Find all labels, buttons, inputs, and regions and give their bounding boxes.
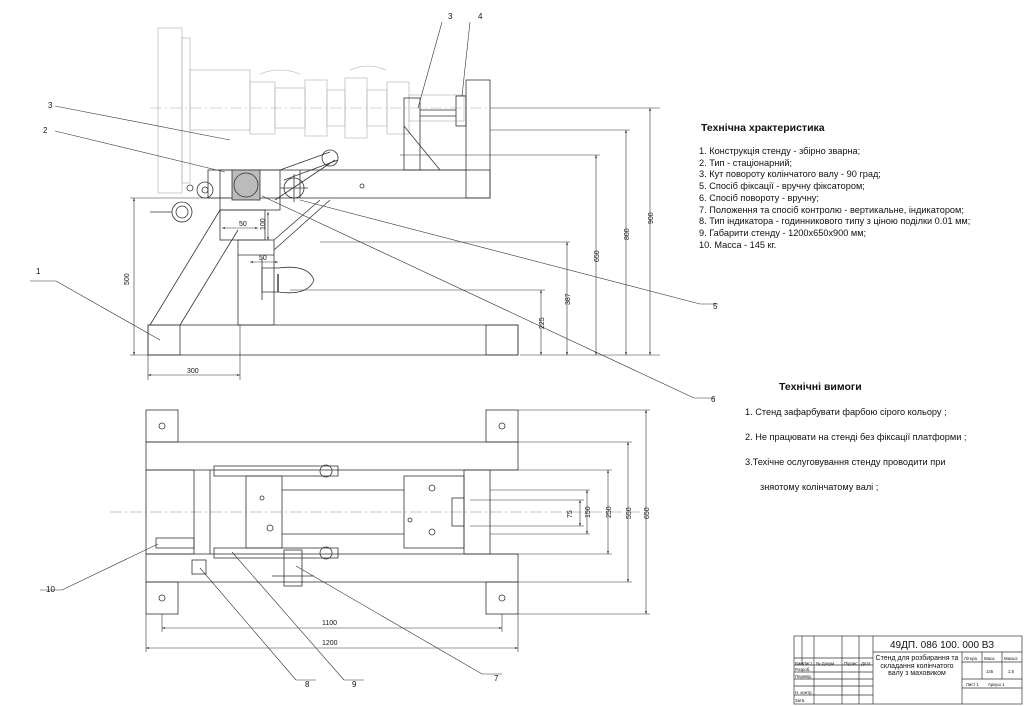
sheet-label: Лист 1 xyxy=(966,682,979,687)
spec-item: 2. Тип - стаціонарний; xyxy=(699,157,793,168)
callout-6-right: 6 xyxy=(711,395,716,404)
callout-7: 7 xyxy=(494,674,499,683)
front-view xyxy=(147,27,519,356)
dim-500: 500 xyxy=(124,273,131,285)
callout-3-top: 3 xyxy=(448,12,453,21)
crankshaft-outline xyxy=(150,27,490,194)
dim-100: 100 xyxy=(260,218,267,230)
spec-item: 6. Спосіб повороту - вручну; xyxy=(699,192,819,203)
mass-label: Маса xyxy=(984,656,995,661)
dim-650-front: 650 xyxy=(594,250,601,262)
col-label: Лист xyxy=(803,661,813,666)
dim-225: 225 xyxy=(539,317,546,329)
callout-8: 8 xyxy=(305,680,310,689)
col-label: Вим xyxy=(795,661,804,666)
requirement-item: 3.Техічне ослуговування стенду проводити… xyxy=(745,457,946,467)
drawing-name: Стенд для розбирання та складання колінч… xyxy=(875,655,959,678)
dim-75: 75 xyxy=(567,510,574,518)
callout-labels: 3 4 3 2 1 5 6 10 8 9 7 xyxy=(36,12,718,689)
spec-item: 10. Масса - 145 кг. xyxy=(699,239,777,250)
requirements-title: Технічні вимоги xyxy=(779,381,862,393)
drawing-code: 49ДП. 086 100. 000 ВЗ xyxy=(890,640,995,651)
dim-1200: 1200 xyxy=(322,640,338,647)
dim-387: 387 xyxy=(565,293,572,305)
dim-50-a: 50 xyxy=(239,221,247,228)
dim-650-plan: 650 xyxy=(644,507,651,519)
dim-550: 550 xyxy=(626,507,633,519)
callout-10: 10 xyxy=(46,585,55,594)
specs-list: 1. Конструкція стенду - збірно зварна; 2… xyxy=(699,146,970,251)
col-label: Підпис xyxy=(844,661,858,666)
dim-150: 150 xyxy=(585,506,592,518)
dim-800: 800 xyxy=(624,228,631,240)
dimension-labels: 900 800 650 500 387 225 300 50 50 100 65… xyxy=(124,212,655,647)
front-leaders xyxy=(30,21,718,399)
requirement-item: 1. Стенд зафарбувати фарбою сірого кольо… xyxy=(745,407,947,417)
plan-view xyxy=(110,409,640,615)
dim-900: 900 xyxy=(648,212,655,224)
title-block xyxy=(793,635,1023,705)
row-label: Розроб. xyxy=(795,667,811,672)
col-label: № Докум xyxy=(816,661,835,666)
spec-item: 8. Тип індикатора - годинникового типу з… xyxy=(699,216,971,227)
spec-item: 5. Спосіб фіксації - вручну фіксатором; xyxy=(699,181,865,192)
plan-leaders xyxy=(40,543,502,681)
callout-2-left: 2 xyxy=(43,126,48,135)
specs-title: Технічна храктеристика xyxy=(701,122,825,134)
spec-item: 9. Габарити стенду - 1200х650х900 мм; xyxy=(699,227,867,238)
scale-label: Масшт. xyxy=(1004,656,1019,661)
dim-250: 250 xyxy=(606,506,613,518)
callout-4-top: 4 xyxy=(478,12,483,21)
requirement-item: 2. Не працювати на стенді без фіксації п… xyxy=(745,432,967,442)
front-dimensions xyxy=(130,107,660,380)
spec-item: 1. Конструкція стенду - збірно зварна; xyxy=(699,146,861,156)
callout-5-right: 5 xyxy=(713,302,718,311)
dim-1100: 1100 xyxy=(322,620,337,627)
scale-value: 1:5 xyxy=(1008,669,1014,674)
callout-3-left: 3 xyxy=(48,101,53,110)
mass-value: 145 xyxy=(986,669,994,674)
dim-50-b: 50 xyxy=(259,255,267,262)
dim-300: 300 xyxy=(187,368,199,375)
spec-item: 3. Кут повороту колінчатого валу - 90 гр… xyxy=(699,169,881,180)
row-label: Н. контр. xyxy=(795,690,813,695)
plan-dimensions xyxy=(145,409,650,652)
col-label: Дата xyxy=(861,661,871,666)
callout-1-left: 1 xyxy=(36,267,41,276)
spec-item: 7. Положення та спосіб контролю - вертик… xyxy=(699,204,964,215)
requirement-item: зняотому колінчатому валі ; xyxy=(760,482,879,492)
row-label: Затв. xyxy=(795,698,806,703)
row-label: Перевір. xyxy=(795,674,813,679)
callout-9: 9 xyxy=(352,680,357,689)
litera-label: Літера xyxy=(964,656,977,661)
sheets-label: Аркуш 1 xyxy=(988,682,1005,687)
